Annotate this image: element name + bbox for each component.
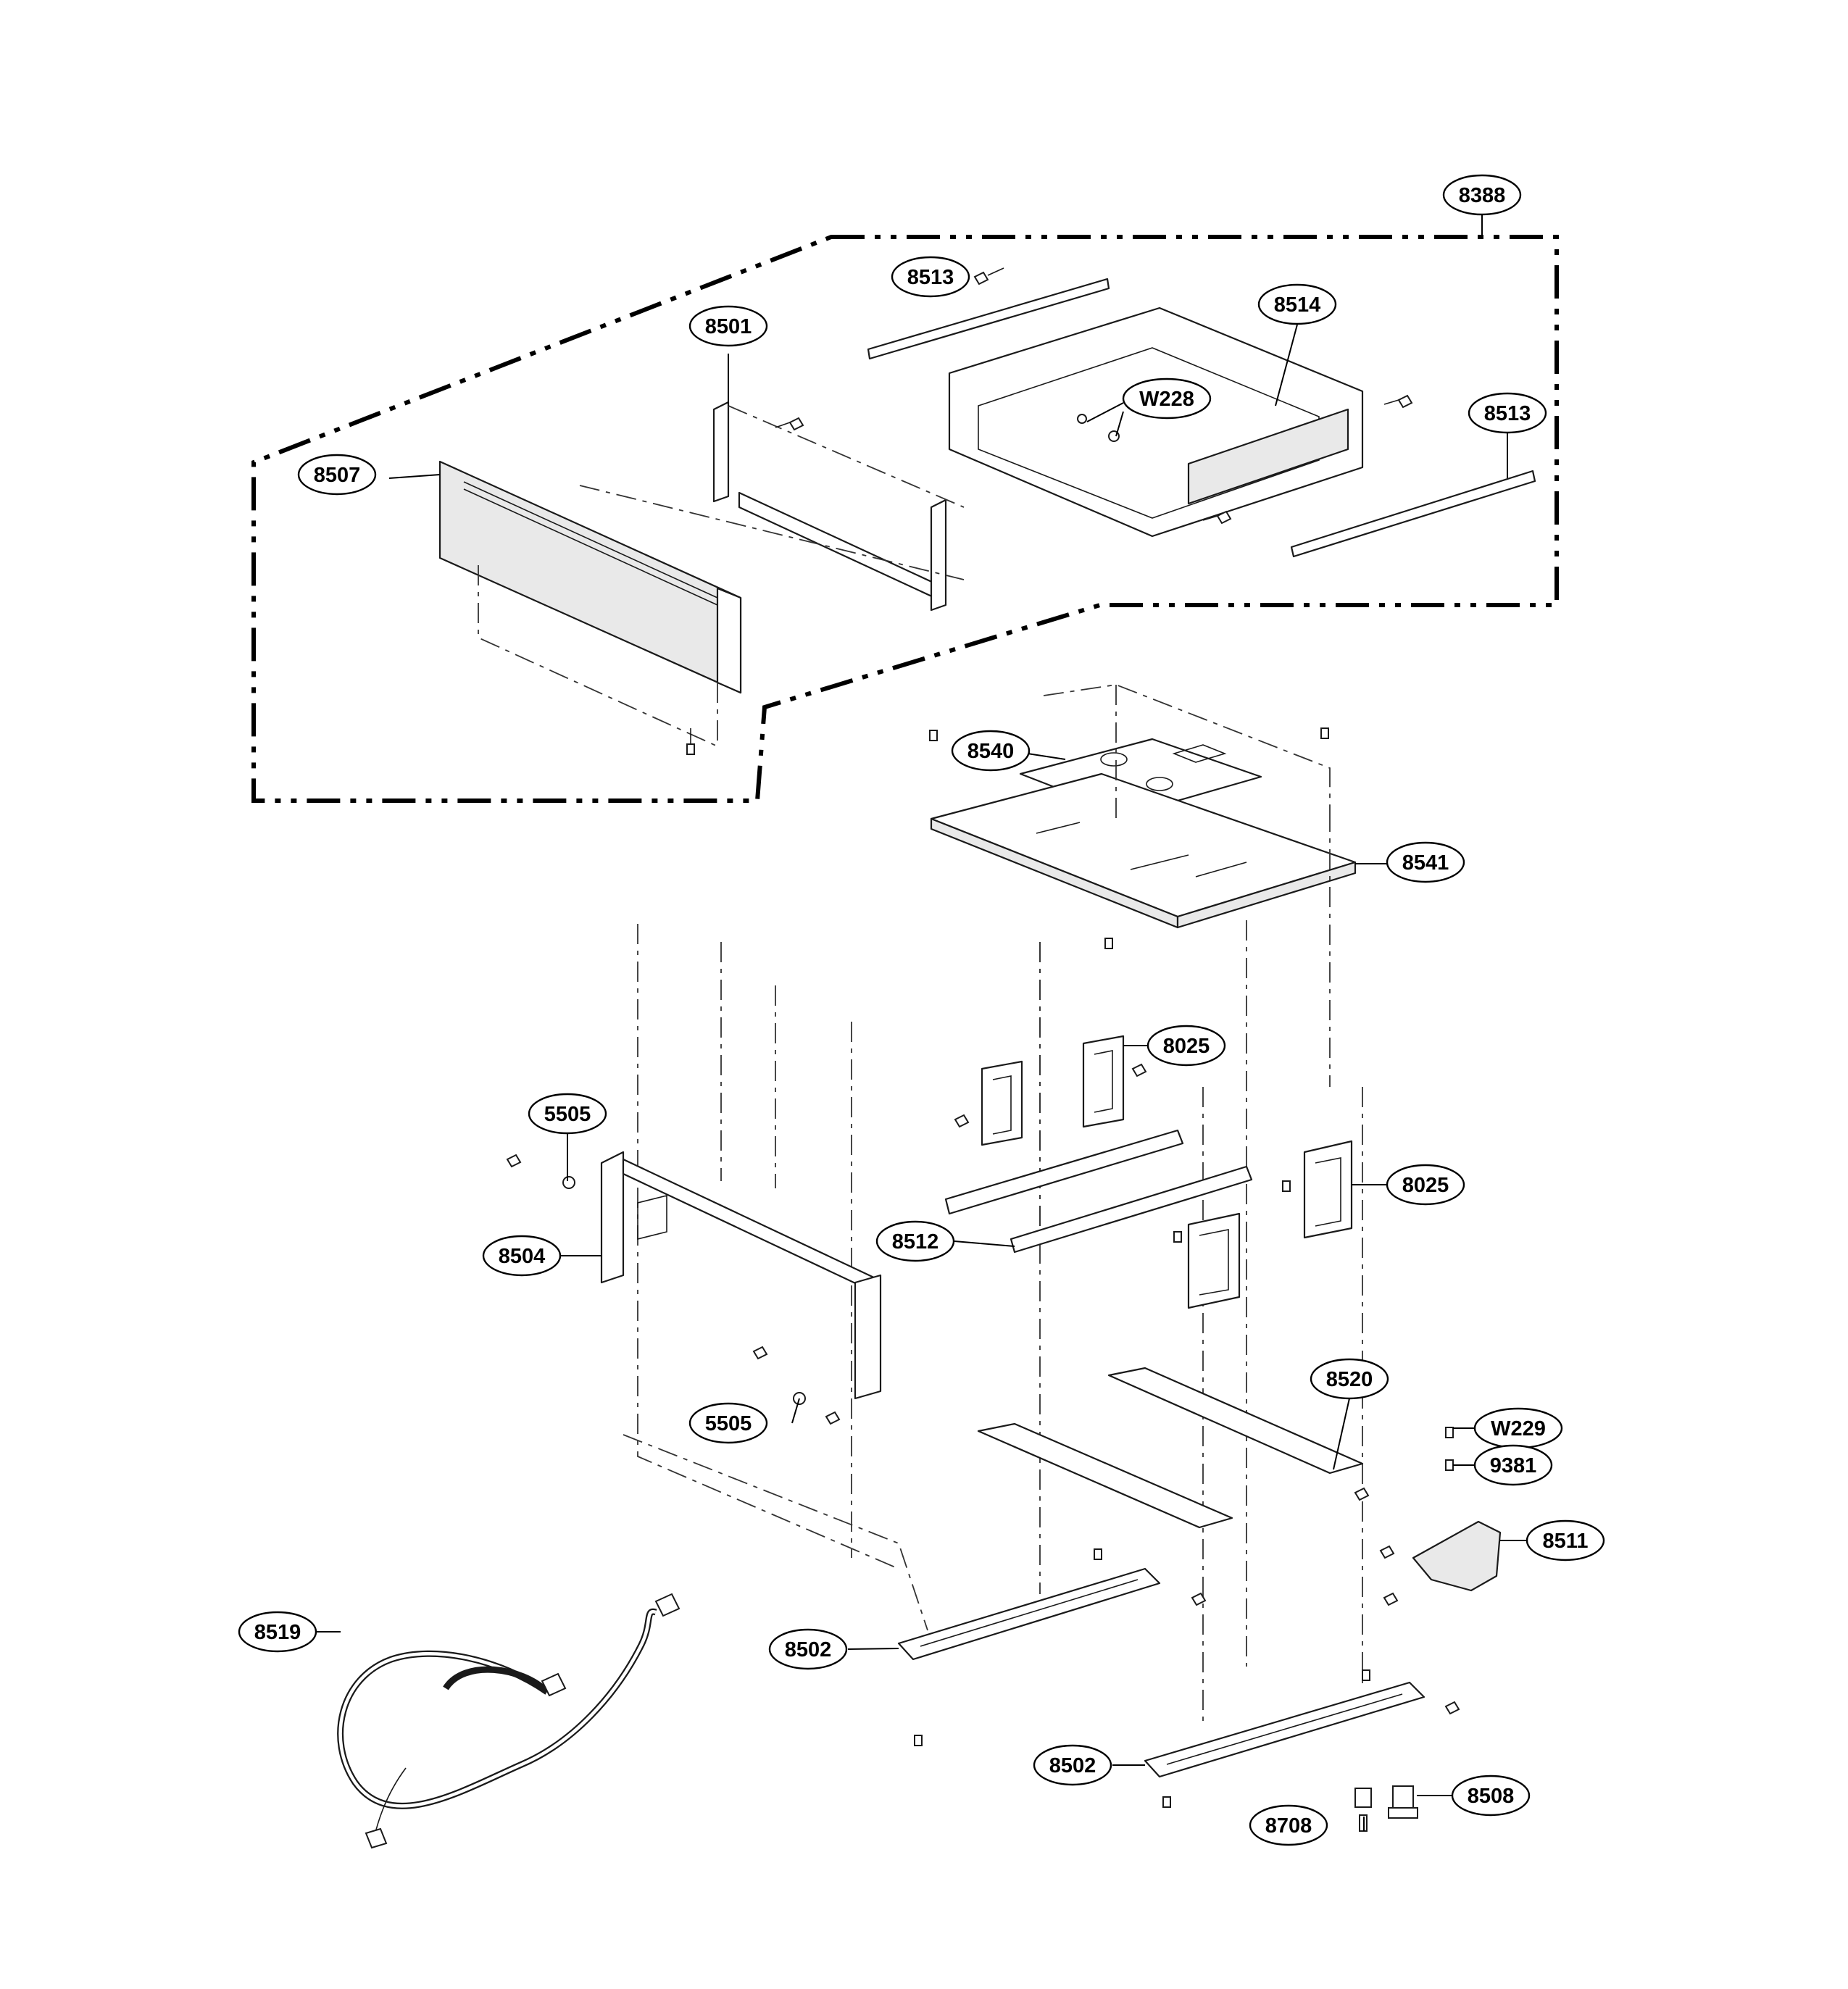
callout-8025-b: 8025 <box>1386 1164 1465 1206</box>
callout-8388: 8388 <box>1442 174 1522 216</box>
bracket-8025-a <box>981 1060 1023 1146</box>
svg-text:8540: 8540 <box>967 740 1015 763</box>
callout-W228: W228 <box>1122 378 1212 420</box>
svg-text:W229: W229 <box>1491 1417 1546 1440</box>
callout-8507: 8507 <box>297 454 377 496</box>
callout-8540: 8540 <box>951 730 1031 772</box>
svg-text:8388: 8388 <box>1459 184 1506 207</box>
callout-8502-a: 8502 <box>768 1628 848 1670</box>
shield-8520-right <box>1107 1367 1364 1475</box>
callout-8508: 8508 <box>1451 1775 1531 1817</box>
svg-text:8502: 8502 <box>1049 1754 1096 1777</box>
assembly-boundary-8388 <box>251 235 1559 803</box>
svg-text:8501: 8501 <box>705 315 752 338</box>
svg-text:8511: 8511 <box>1543 1530 1589 1553</box>
shield-8520-left <box>977 1422 1233 1529</box>
bottom-rail-8502-right <box>1144 1681 1425 1778</box>
callout-8513-right: 8513 <box>1468 392 1547 434</box>
svg-text:5505: 5505 <box>705 1412 752 1435</box>
callout-8519: 8519 <box>238 1611 317 1653</box>
callout-5505-b: 5505 <box>688 1402 768 1444</box>
leveling-leg-8508 <box>1388 1785 1418 1819</box>
callout-8511: 8511 <box>1526 1519 1605 1561</box>
svg-text:8504: 8504 <box>499 1245 546 1268</box>
callout-8501: 8501 <box>688 305 768 347</box>
slide-rail-8513-top <box>867 278 1110 360</box>
svg-text:8508: 8508 <box>1468 1785 1515 1808</box>
callout-8512: 8512 <box>875 1220 955 1262</box>
drawer-front-8507 <box>438 460 742 747</box>
svg-text:8507: 8507 <box>314 464 361 487</box>
callout-8502-b: 8502 <box>1033 1744 1112 1786</box>
bracket-8025-b <box>1082 1035 1125 1128</box>
svg-text:8513: 8513 <box>907 266 954 289</box>
svg-text:8512: 8512 <box>892 1230 939 1254</box>
callout-5505-a: 5505 <box>528 1093 607 1135</box>
bracket-8025-c <box>1303 1140 1353 1239</box>
svg-text:5505: 5505 <box>544 1103 591 1126</box>
svg-text:8502: 8502 <box>785 1638 832 1661</box>
projection-lines <box>623 684 1363 1725</box>
front-frame-8504 <box>600 1151 882 1400</box>
foot-8708 <box>1354 1788 1372 1832</box>
leader-lines <box>317 215 1528 1831</box>
bracket-8025-d <box>1187 1212 1241 1309</box>
callout-9381: 9381 <box>1473 1444 1553 1486</box>
svg-text:8513: 8513 <box>1484 402 1531 425</box>
base-panel-8541 <box>930 772 1357 929</box>
callout-8541: 8541 <box>1386 841 1465 883</box>
svg-text:8025: 8025 <box>1163 1035 1210 1058</box>
cross-rail-8512-lower <box>1010 1165 1253 1254</box>
callout-W229: W229 <box>1473 1407 1563 1449</box>
screw-icon <box>506 727 1460 1808</box>
callout-8514: 8514 <box>1257 283 1337 325</box>
callout-8504: 8504 <box>482 1235 562 1277</box>
svg-text:8514: 8514 <box>1274 293 1321 317</box>
corner-foot-8511 <box>1412 1520 1502 1592</box>
drawer-bracket-8501 <box>579 401 965 612</box>
wire-harness-8519 <box>337 1593 680 1849</box>
callout-8513-top: 8513 <box>891 256 970 298</box>
drawer-tub-8514 <box>948 307 1364 538</box>
svg-text:W228: W228 <box>1139 388 1194 411</box>
svg-text:8708: 8708 <box>1265 1814 1312 1838</box>
callout-8708: 8708 <box>1249 1804 1328 1846</box>
bottom-rail-8502-left <box>897 1567 1161 1661</box>
screw-icon <box>686 267 1413 755</box>
svg-text:8025: 8025 <box>1402 1174 1449 1197</box>
svg-text:9381: 9381 <box>1490 1454 1537 1477</box>
callout-8520: 8520 <box>1310 1358 1389 1400</box>
cross-rail-8512-upper <box>944 1129 1184 1215</box>
callout-8025-a: 8025 <box>1146 1025 1226 1067</box>
slide-rail-8513-right <box>1290 470 1536 558</box>
svg-text:8541: 8541 <box>1402 851 1449 875</box>
svg-text:8519: 8519 <box>254 1621 301 1644</box>
svg-text:8520: 8520 <box>1326 1368 1373 1391</box>
